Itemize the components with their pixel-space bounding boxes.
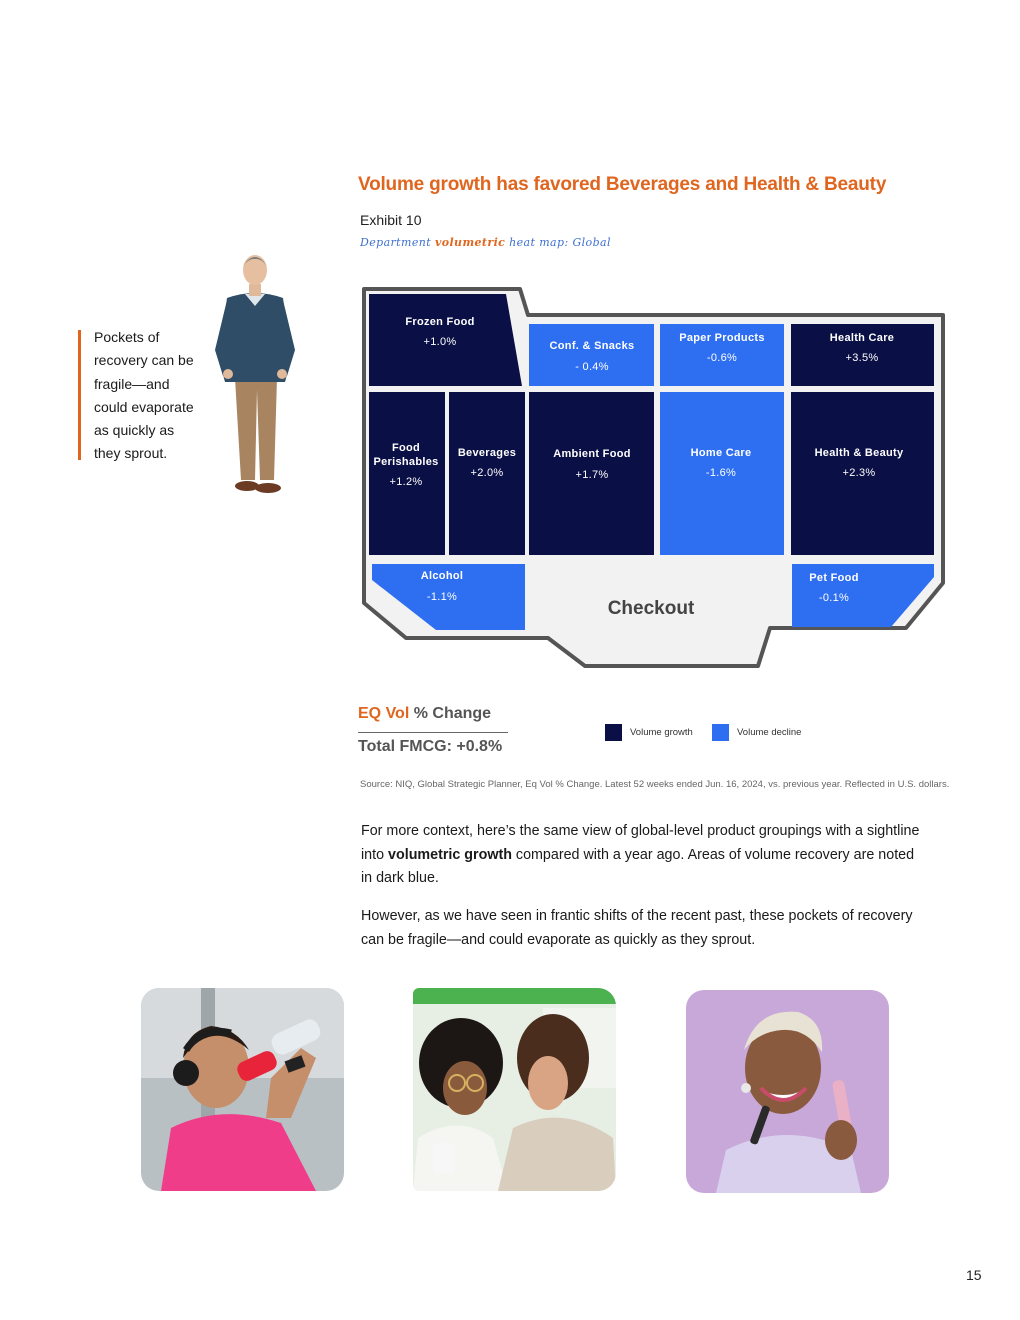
eqvol-divider (358, 732, 508, 733)
photo-man-drinking (141, 988, 344, 1191)
dept-conf-snacks: Conf. & Snacks - 0.4% (529, 324, 654, 386)
subtitle-highlight: volumetric (434, 236, 506, 249)
page-title: Volume growth has favored Beverages and … (358, 174, 887, 195)
dept-name: Ambient Food (553, 448, 631, 460)
source-note: Source: NIQ, Global Strategic Planner, E… (360, 779, 950, 790)
legend-decline-label: Volume decline (737, 727, 802, 738)
dept-value: - 0.4% (575, 361, 609, 373)
dept-name: Frozen Food (405, 316, 474, 328)
dept-beverages: Beverages +2.0% (449, 392, 525, 555)
dept-beverages-block (449, 392, 525, 555)
dept-conf-snacks-block (529, 324, 654, 386)
quote-accent-bar (78, 330, 81, 460)
dept-name: Alcohol (421, 570, 463, 582)
legend-growth: Volume growth (605, 724, 693, 741)
dept-ambient-food-block (529, 392, 654, 555)
dept-alcohol: Alcohol -1.1% (372, 564, 525, 630)
dept-paper-products-block (660, 324, 784, 386)
dept-name: Paper Products (679, 332, 765, 344)
dept-name-line2: Perishables (373, 456, 438, 468)
subtitle-part2: heat map: Global (505, 236, 611, 249)
dept-value: +1.7% (576, 469, 609, 481)
legend-decline-swatch (712, 724, 729, 741)
pull-quote: Pockets of recovery can be fragile—and c… (94, 329, 194, 462)
dept-health-care: Health Care +3.5% (791, 324, 934, 386)
dept-health-beauty-block (791, 392, 934, 555)
dept-health-beauty: Health & Beauty +2.3% (791, 392, 934, 555)
dept-name: Pet Food (809, 572, 858, 584)
page-number: 15 (966, 1267, 982, 1283)
dept-value: -0.1% (819, 592, 849, 604)
dept-value: +2.3% (843, 467, 876, 479)
dept-pet-food-block (792, 564, 934, 627)
standing-man-photo (215, 255, 295, 493)
legend-decline: Volume decline (712, 724, 801, 741)
dept-name: Health & Beauty (815, 447, 904, 459)
para1-after: compared with a year ago. Areas of volum… (361, 846, 915, 887)
dept-value: -0.6% (707, 352, 737, 364)
exhibit-subtitle: Department volumetric heat map: Global (360, 236, 611, 249)
dept-name: Health Care (830, 332, 894, 344)
dept-name-line1: Food (392, 442, 420, 454)
eqvol-heading: EQ Vol % Change (358, 705, 491, 723)
para1-before: For more context, here’s the same view o… (361, 823, 920, 863)
dept-pet-food: Pet Food -0.1% (792, 564, 934, 627)
dept-name: Beverages (458, 447, 516, 459)
eqvol-rest: % Change (409, 705, 492, 722)
dept-frozen-food: Frozen Food +1.0% (369, 294, 522, 386)
legend-growth-swatch (605, 724, 622, 741)
checkout-label: Checkout (608, 598, 695, 619)
dept-name: Home Care (691, 447, 752, 459)
dept-health-care-block (791, 324, 934, 386)
photo-woman-lip-gloss (686, 990, 889, 1193)
dept-alcohol-block (372, 564, 525, 630)
dept-home-care: Home Care -1.6% (660, 392, 784, 555)
dept-ambient-food: Ambient Food +1.7% (529, 392, 654, 555)
legend-growth-label: Volume growth (630, 727, 693, 738)
dept-frozen-food-block (369, 294, 522, 386)
dept-food-perishables: Food Perishables +1.2% (369, 392, 445, 555)
store-heat-map: Frozen Food +1.0% Conf. & Snacks - 0.4% … (362, 287, 945, 668)
dept-food-perishables-block (369, 392, 445, 555)
dept-name: Conf. & Snacks (550, 340, 635, 352)
subtitle-part1: Department (360, 236, 435, 249)
dept-value: -1.1% (427, 591, 457, 603)
body-paragraph-2: However, as we have seen in frantic shif… (361, 908, 913, 948)
dept-value: +1.2% (390, 476, 423, 488)
dept-value: +2.0% (471, 467, 504, 479)
dept-value: +1.0% (424, 336, 457, 348)
para1-bold: volumetric growth (388, 846, 512, 863)
photo-two-women-shopping (413, 988, 616, 1191)
dept-value: +3.5% (846, 352, 879, 364)
dept-home-care-block (660, 392, 784, 555)
total-fmcg: Total FMCG: +0.8% (358, 738, 503, 755)
eqvol-highlight: EQ Vol (358, 705, 410, 722)
exhibit-label: Exhibit 10 (360, 212, 422, 228)
body-paragraph-1: For more context, here’s the same view o… (361, 820, 921, 891)
dept-value: -1.6% (706, 467, 736, 479)
dept-paper-products: Paper Products -0.6% (660, 324, 784, 386)
